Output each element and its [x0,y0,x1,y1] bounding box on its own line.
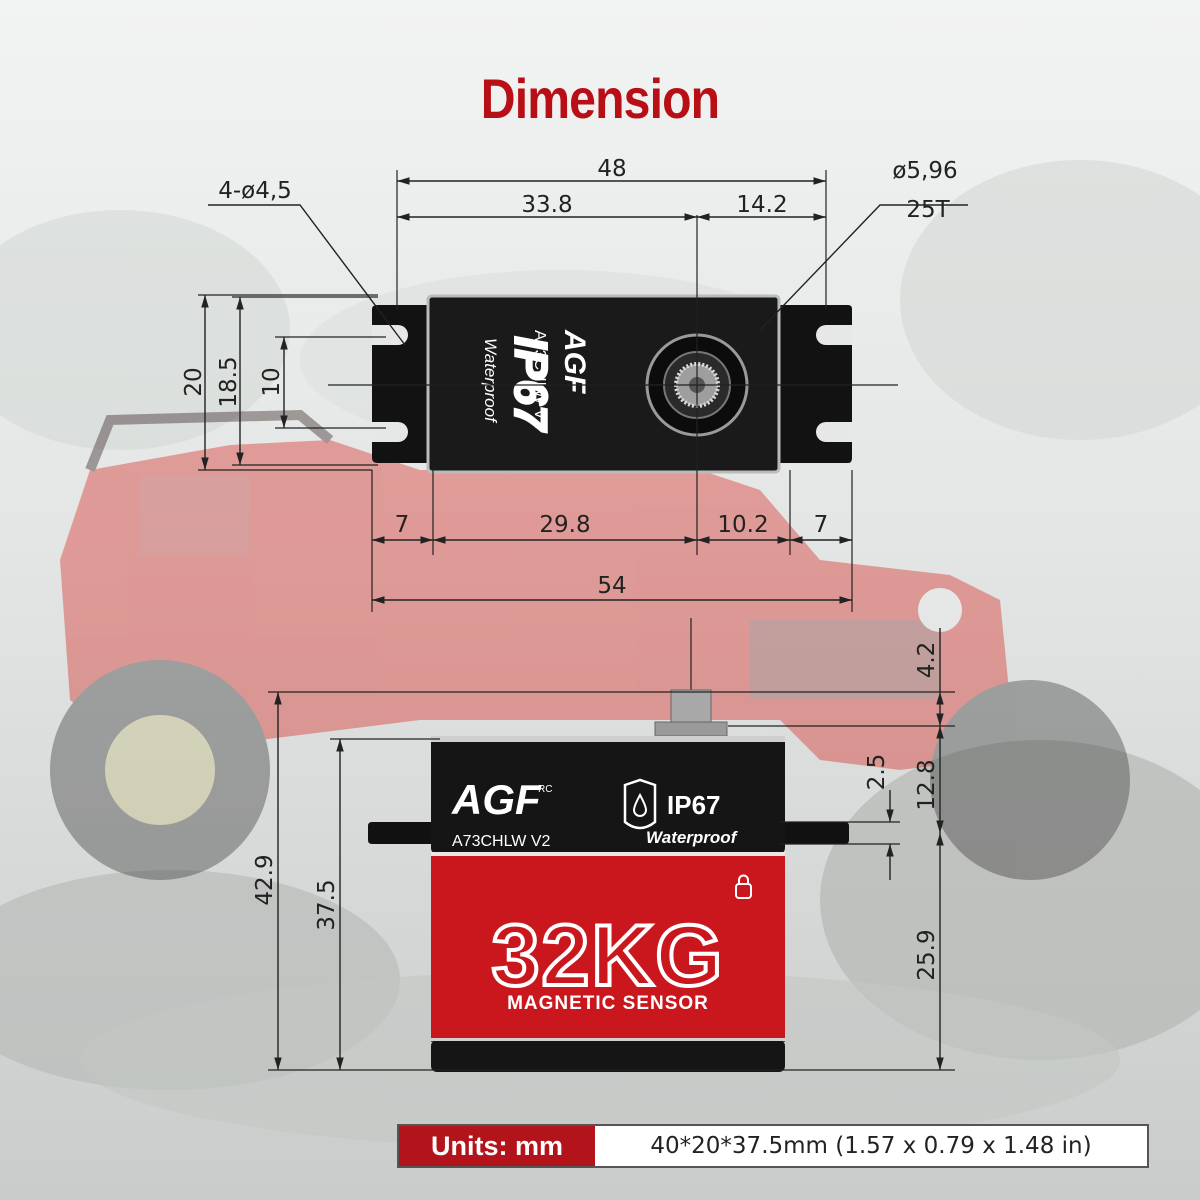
top-view: IP67 Waterproof AGF A73CHLW V2 [181,156,968,612]
front-view: AGF RC A73CHLW V2 IP67 Waterproof 32KG M… [252,618,955,1072]
truck-silhouette [50,409,1130,880]
dim-2-5: 2.5 [864,754,890,791]
dim-4-2: 4.2 [914,642,940,679]
units-label: Units: mm [399,1126,595,1166]
dim-holes: 4-ø4,5 [218,178,292,204]
size-spec: 40*20*37.5mm (1.57 x 0.79 x 1.48 in) [650,1133,1092,1159]
dim-20: 20 [181,367,207,396]
units-bar: Units: mm 40*20*37.5mm (1.57 x 0.79 x 1.… [397,1124,1149,1168]
slot-top-left [372,325,408,345]
dim-spline-count: 25T [906,197,950,223]
dim-29-8: 29.8 [539,512,590,538]
lock-icon [735,874,752,899]
dim-10: 10 [259,367,285,396]
dim-shaft-diameter: ø5,96 [892,158,957,184]
slot-bottom-right [816,422,852,442]
dim-14-2: 14.2 [736,192,787,218]
front-brand-rc: RC [538,784,552,795]
dim-7-left: 7 [395,512,410,538]
front-brand-logo: AGF [451,776,542,823]
waterproof-drop-icon [623,778,657,830]
dim-42-9: 42.9 [252,854,278,905]
dim-48: 48 [597,156,626,182]
dim-54: 54 [597,573,626,599]
dim-18-5: 18.5 [216,356,242,407]
front-ip-label: IP67 [667,790,721,820]
front-tab-right [785,822,849,844]
dim-10-2: 10.2 [717,512,768,538]
front-tab-left [368,822,432,844]
dim-25-9: 25.9 [914,929,940,980]
front-red-case [431,852,785,1042]
front-bottom-case [431,1040,785,1072]
top-model-label: A73CHLW V2 [531,330,548,429]
torque-label: 32KG [492,908,725,1004]
dim-37-5: 37.5 [314,879,340,930]
front-top-case [431,736,785,854]
slot-top-right [816,325,852,345]
front-spline [670,689,712,725]
page-title: Dimension [480,67,720,130]
sensor-label: MAGNETIC SENSOR [507,993,709,1014]
dim-7-right: 7 [814,512,829,538]
front-model-label: A73CHLW V2 [452,833,551,850]
slot-bottom-left [372,422,408,442]
top-waterproof-label: Waterproof [481,338,500,424]
front-waterproof-label: Waterproof [646,828,739,847]
dim-12-8: 12.8 [914,759,940,810]
dim-33-8: 33.8 [521,192,572,218]
front-shaft-collar [654,721,728,737]
top-brand-logo: AGF [558,329,591,394]
